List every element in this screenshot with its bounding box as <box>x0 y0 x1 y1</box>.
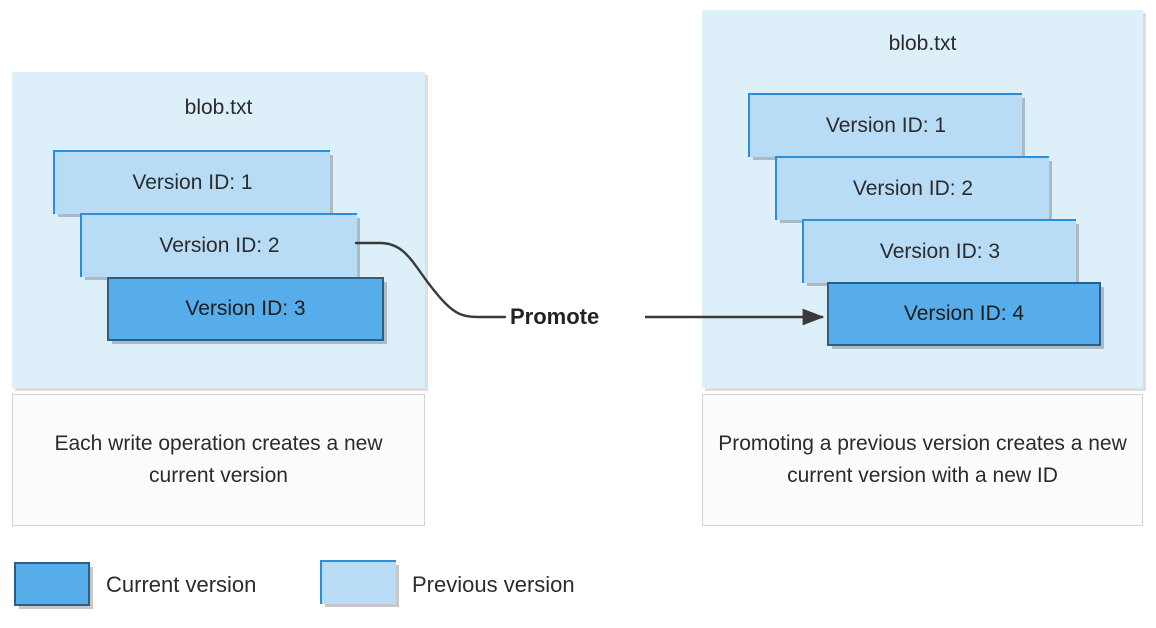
legend-label-current-version: Current version <box>106 572 257 597</box>
left-version-label-1: Version ID: 1 <box>132 171 253 194</box>
left-panel-title: blob.txt <box>184 96 253 119</box>
right-caption-box: Promoting a previous version creates a n… <box>702 394 1143 526</box>
right-version-card-1[interactable]: Version ID: 1 <box>748 93 1022 157</box>
left-caption-text: Each write operation creates a new curre… <box>54 432 383 487</box>
promote-label: Promote <box>510 304 600 329</box>
left-version-card-2[interactable]: Version ID: 2 <box>80 213 357 277</box>
right-version-label-3: Version ID: 3 <box>879 240 1001 263</box>
right-version-label-2: Version ID: 2 <box>852 177 974 200</box>
legend-swatch-current-version <box>14 562 90 606</box>
right-version-card-4[interactable]: Version ID: 4 <box>827 282 1101 346</box>
right-version-card-3[interactable]: Version ID: 3 <box>802 219 1076 283</box>
legend-swatch-previous-version <box>320 560 396 604</box>
left-version-card-1[interactable]: Version ID: 1 <box>53 150 330 214</box>
legend-label-previous-version: Previous version <box>412 572 575 597</box>
left-caption-box: Each write operation creates a new curre… <box>12 394 425 526</box>
right-panel-title: blob.txt <box>888 32 957 55</box>
left-version-label-3: Version ID: 3 <box>185 297 306 320</box>
left-version-label-2: Version ID: 2 <box>159 234 280 257</box>
right-version-label-4: Version ID: 4 <box>903 302 1025 325</box>
left-version-card-3[interactable]: Version ID: 3 <box>107 277 384 341</box>
right-version-label-1: Version ID: 1 <box>825 114 947 137</box>
right-caption-text: Promoting a previous version creates a n… <box>718 432 1127 487</box>
right-version-card-2[interactable]: Version ID: 2 <box>775 156 1049 220</box>
